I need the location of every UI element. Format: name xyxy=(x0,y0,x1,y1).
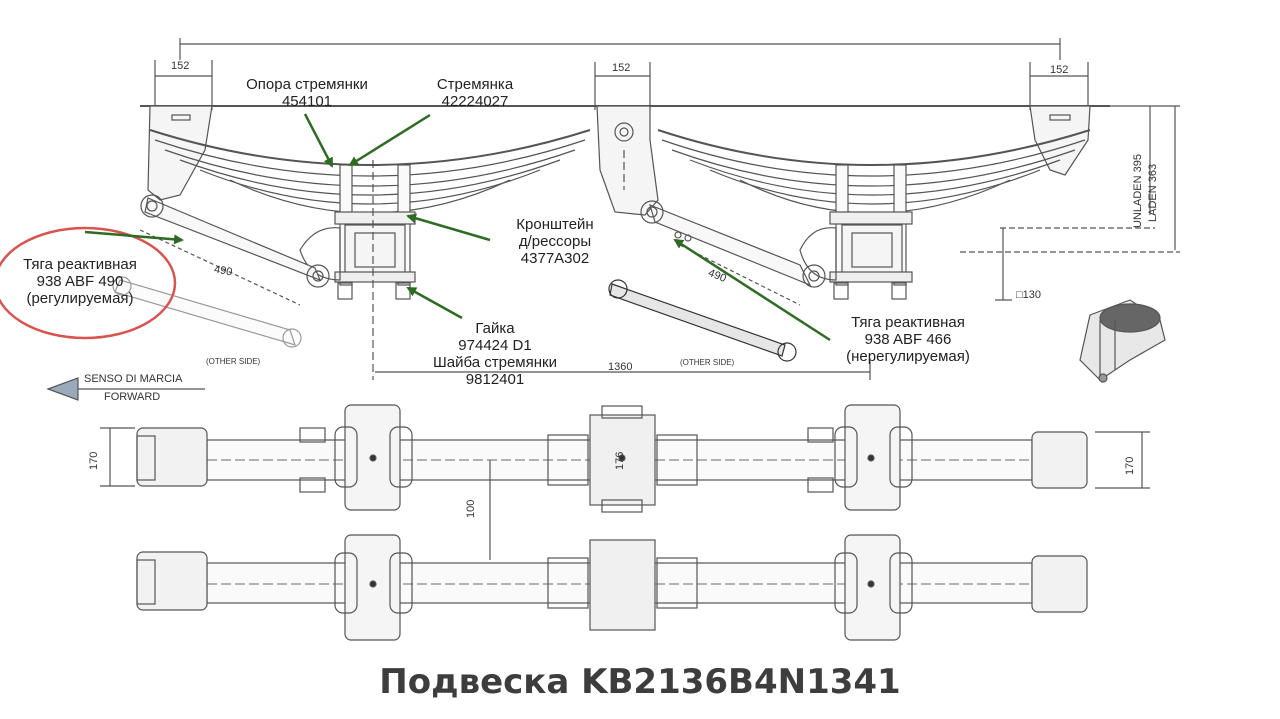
left-axle-assembly xyxy=(299,164,416,300)
label-tyaga-left-line3: (регулируемая) xyxy=(26,290,134,307)
dim-170-left: 170 xyxy=(88,451,100,470)
dim-152-right: 152 xyxy=(1050,64,1069,76)
dim-1360: 1360 xyxy=(608,361,633,373)
dimension-1360 xyxy=(375,360,871,380)
label-kronshtein: Кронштейн д/рессоры 4377A302 xyxy=(490,216,620,267)
label-stremyanka: Стремянка 42224027 xyxy=(410,76,540,110)
label-gaika: Гайка 974424 D1 Шайба стремянки 9812401 xyxy=(410,320,580,388)
label-kronshtein-code: 4377A302 xyxy=(520,250,590,267)
bracket-3d-sketch xyxy=(1079,299,1166,383)
center-bracket xyxy=(596,105,659,216)
direction-arrow xyxy=(46,377,205,401)
direction-line2: FORWARD xyxy=(104,391,161,403)
dim-152-left: 152 xyxy=(171,60,190,72)
right-other-side-rod xyxy=(608,279,797,362)
dim-152-mid: 152 xyxy=(612,62,631,74)
right-torque-rod xyxy=(640,200,826,288)
label-tyaga-left-line2: 938 ABF 490 xyxy=(36,273,124,290)
label-gaika-line1: Гайка xyxy=(475,320,515,337)
dim-100: 100 xyxy=(465,499,477,518)
label-kronshtein-line1: Кронштейн xyxy=(516,216,594,233)
label-tyaga-right-line1: Тяга реактивная xyxy=(851,314,965,331)
dim-176: 176 xyxy=(614,451,626,470)
page-title: Подвеска KB2136B4N1341 xyxy=(379,662,901,702)
dim-130: □130 xyxy=(1016,289,1041,301)
right-leaf-spring xyxy=(657,129,1091,214)
label-tyaga-right-line2: 938 ABF 466 xyxy=(864,331,952,348)
label-tyaga-left: Тяга реактивная 938 ABF 490 (регулируема… xyxy=(0,256,160,307)
direction-line1: SENSO DI MARCIA xyxy=(84,373,183,385)
plan-view-lower xyxy=(136,534,1088,641)
label-stremyanka-name: Стремянка xyxy=(436,76,514,93)
dim-laden: LADEN 363 xyxy=(1147,163,1159,222)
note-other-side-right: (OTHER SIDE) xyxy=(680,358,735,367)
plan-view-upper xyxy=(100,404,1150,560)
label-tyaga-left-line1: Тяга реактивная xyxy=(23,256,137,273)
label-gaika-line4: 9812401 xyxy=(465,371,525,388)
label-gaika-line2: 974424 D1 xyxy=(458,337,532,354)
highlight-ellipse xyxy=(0,226,177,340)
label-stremyanka-code: 42224027 xyxy=(441,93,509,110)
label-kronshtein-line2: д/рессоры xyxy=(518,233,592,250)
label-opora-code: 454101 xyxy=(281,93,333,110)
note-other-side-left: (OTHER SIDE) xyxy=(206,357,261,366)
dim-170-right: 170 xyxy=(1124,456,1136,475)
left-leaf-spring xyxy=(149,129,591,214)
label-opora-name: Опора стремянки xyxy=(246,76,368,93)
left-torque-rod xyxy=(140,194,330,288)
label-tyaga-right: Тяга реактивная 938 ABF 466 (нерегулируе… xyxy=(820,314,996,365)
right-spring-hanger xyxy=(1029,105,1091,176)
label-gaika-line3: Шайба стремянки xyxy=(433,354,557,371)
dim-unladen: UNLADEN 395 xyxy=(1132,154,1144,228)
left-spring-hanger xyxy=(147,105,213,201)
right-axle-assembly xyxy=(799,164,913,300)
callout-arrows xyxy=(84,113,831,342)
label-tyaga-right-line3: (нерегулируемая) xyxy=(846,348,970,365)
label-opora: Опора стремянки 454101 xyxy=(222,76,392,110)
left-other-side-rod xyxy=(112,276,302,348)
